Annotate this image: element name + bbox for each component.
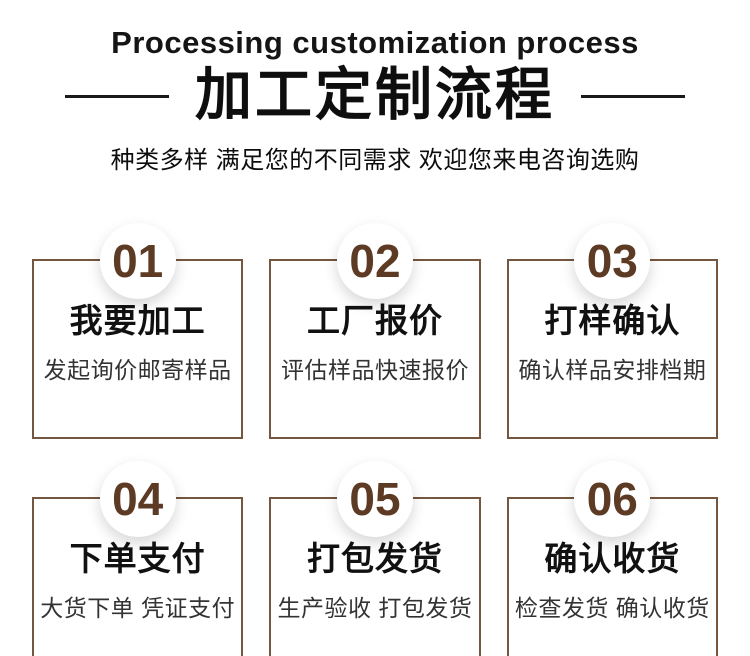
step-number-badge: 03 xyxy=(574,222,651,299)
page-title-chinese: 加工定制流程 xyxy=(195,63,555,128)
step-number: 06 xyxy=(586,472,638,525)
step-desc: 生产验收 打包发货 xyxy=(277,594,473,621)
step-title: 打包发货 xyxy=(306,539,443,577)
step-number-badge: 04 xyxy=(99,460,176,537)
step-number: 01 xyxy=(112,234,164,287)
step-title: 打样确认 xyxy=(544,301,681,339)
steps-grid: 01 我要加工 发起询价邮寄样品 02 工厂报价 评估样品快速报价 03 打样确… xyxy=(0,222,750,656)
step-desc: 确认样品安排档期 xyxy=(518,356,707,383)
step-desc: 大货下单 凭证支付 xyxy=(40,594,236,621)
step-title: 下单支付 xyxy=(69,539,206,577)
step-title: 我要加工 xyxy=(69,301,206,339)
step-number: 04 xyxy=(112,472,164,525)
step-number: 05 xyxy=(349,472,401,525)
title-right-line xyxy=(581,94,685,98)
step-title: 工厂报价 xyxy=(306,301,443,339)
step-number-badge: 06 xyxy=(574,460,651,537)
step-number: 03 xyxy=(586,234,638,287)
step-card-3: 03 打样确认 确认样品安排档期 xyxy=(506,222,718,439)
title-left-line xyxy=(65,94,169,98)
step-title: 确认收货 xyxy=(544,539,681,577)
step-number-badge: 02 xyxy=(336,222,413,299)
title-row: 加工定制流程 xyxy=(0,63,750,128)
step-card-1: 01 我要加工 发起询价邮寄样品 xyxy=(32,222,244,439)
step-desc: 评估样品快速报价 xyxy=(280,356,469,383)
step-card-4: 04 下单支付 大货下单 凭证支付 xyxy=(32,460,244,656)
page-title-english: Processing customization process xyxy=(111,25,639,60)
step-card-2: 02 工厂报价 评估样品快速报价 xyxy=(269,222,481,439)
page-subtitle: 种类多样 满足您的不同需求 欢迎您来电咨询选购 xyxy=(110,146,640,174)
step-number: 02 xyxy=(349,234,401,287)
step-desc: 检查发货 确认收货 xyxy=(514,594,710,621)
page-header: Processing customization process 加工定制流程 … xyxy=(0,0,750,175)
step-number-badge: 01 xyxy=(99,222,176,299)
step-card-5: 05 打包发货 生产验收 打包发货 xyxy=(269,460,481,656)
step-desc: 发起询价邮寄样品 xyxy=(43,356,232,383)
step-number-badge: 05 xyxy=(336,460,413,537)
step-card-6: 06 确认收货 检查发货 确认收货 xyxy=(506,460,718,656)
